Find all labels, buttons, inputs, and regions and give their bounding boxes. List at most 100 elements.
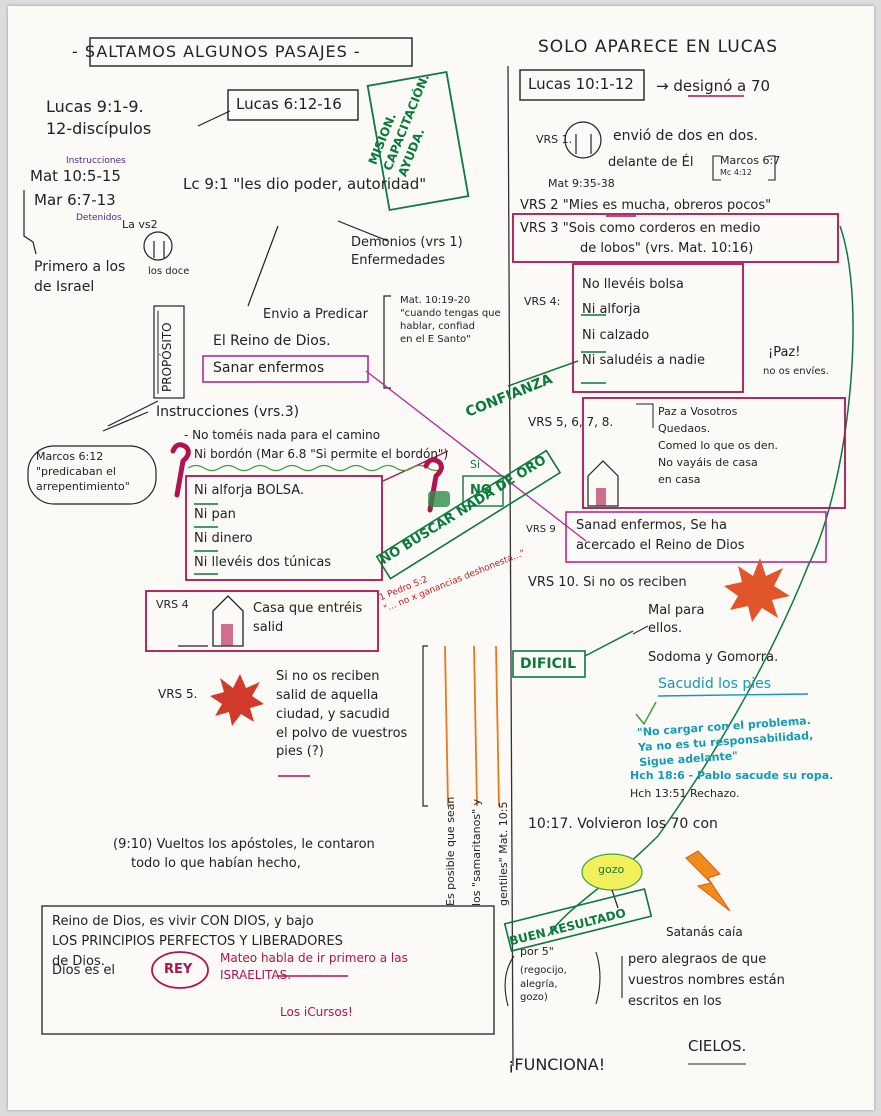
marcos-67-line: Marcos 6:7 <box>720 154 781 167</box>
pero-block: pero alegraos de que vuestros nombres es… <box>628 950 785 1012</box>
mat-10-19-line: "cuando tengas que <box>400 308 501 319</box>
marcos-612-line: "predicaban el <box>36 464 116 478</box>
vrs4-item: Ni saludéis a nadie <box>582 353 705 369</box>
sketch-lines <box>23 37 854 1067</box>
hch-13-51: Hch 13:51 Rechazo. <box>630 787 740 800</box>
vrs3-block: VRS 3 "Sois como corderos en medio de lo… <box>520 219 761 258</box>
mat-10-19-block: Mat. 10:19-20 "cuando tengas que hablar,… <box>400 294 501 346</box>
no-label: NO <box>470 483 492 498</box>
vrs4-item: Ni calzado <box>582 327 650 343</box>
reino-box-line: de Dios. <box>52 954 105 970</box>
vueltos-line: (9:10) Vueltos los apóstoles, le contaro… <box>113 837 375 852</box>
ni-pan: Ni pan <box>194 507 236 522</box>
instrucciones-note: Instrucciones <box>66 156 126 166</box>
funciona-label: ¡FUNCIONA! <box>508 1055 606 1074</box>
la-vs2: La vs2 <box>122 218 158 231</box>
mat-10-19-line: en el E Santo" <box>400 334 471 345</box>
vueltos-block: (9:10) Vueltos los apóstoles, le contaro… <box>113 836 375 874</box>
paz-list: Paz a Vosotros Quedaos. Comed lo que os … <box>658 403 778 488</box>
paz-item: en casa <box>658 473 701 487</box>
mateo-line: ISRAELITAS. <box>220 967 292 982</box>
solo-lucas-title: SOLO APARECE EN LUCAS <box>538 37 779 57</box>
vrs4-list: No llevéis bolsa Ni alforja Ni calzado N… <box>582 272 705 373</box>
si-no-line: pies (?) <box>276 744 324 760</box>
marcos-612-block: Marcos 6:12 "predicaban el arrepentimien… <box>36 450 130 495</box>
envio-predicar: Envio a Predicar <box>263 307 368 322</box>
pero-line: vuestros nombres están <box>628 972 785 988</box>
regocijo-block: (regocijo, alegría, gozo) <box>520 964 567 1005</box>
vrs1-label: VRS 1. <box>536 133 573 146</box>
demonios-line: Enfermedades <box>351 253 446 269</box>
los-doce: los doce <box>148 266 190 277</box>
si-no-line: salid de aquella <box>276 687 379 703</box>
regocijo-line: gozo) <box>520 992 548 1003</box>
vrs5-label: VRS 5. <box>158 687 198 701</box>
es-posible-line: gentiles" Mat. 10:5 <box>496 801 510 906</box>
si-no-block: Si no os reciben salid de aquella ciudad… <box>276 668 407 762</box>
lucas-9-ref: Lucas 9:1-9. <box>46 97 144 116</box>
pero-line: escritos en los <box>628 993 722 1009</box>
paz-item: Quedaos. <box>658 422 711 436</box>
sanad-block: Sanad enfermos, Se ha acercado el Reino … <box>576 516 744 556</box>
si-label: Si <box>470 458 481 471</box>
sanad-line: Sanad enfermos, Se ha <box>576 518 727 533</box>
rey-label: REY <box>164 962 193 977</box>
vrs9-label: VRS 9 <box>526 524 556 535</box>
mateo-block: Mateo habla de ir primero a las ISRAELIT… <box>220 950 408 984</box>
primero-line: Primero a los <box>34 259 126 275</box>
mat-10-19-line: Mat. 10:19-20 <box>400 295 471 306</box>
sanar-enfermos: Sanar enfermos <box>213 360 325 376</box>
mat-10-19-line: hablar, confiad <box>400 321 475 332</box>
si-no-line: ciudad, y sacudid <box>276 706 390 722</box>
lucas-6-ref: Lucas 6:12-16 <box>236 95 342 113</box>
paz-label: ¡Paz! <box>768 345 801 360</box>
casa-line: salid <box>253 619 284 635</box>
si-no-line: el polvo de vuestros <box>276 725 408 741</box>
instrucciones-vrs3: Instrucciones (vrs.3) <box>156 404 300 420</box>
ni-alforja: Ni alforja BOLSA. <box>194 483 305 498</box>
cursos-label: Los iCursos! <box>280 1005 353 1019</box>
vrs4-item: Ni alforja <box>582 302 641 318</box>
marcos-612-line: arrepentimiento" <box>36 479 130 493</box>
casa-line: Casa que entréis <box>253 601 363 616</box>
vrs17-text: 10:17. Volvieron los 70 con <box>528 816 718 832</box>
primero-block: Primero a los de Israel <box>34 258 125 297</box>
mar-6-ref: Mar 6:7-13 <box>34 191 116 209</box>
envio-dos: envió de dos en dos. <box>613 128 758 144</box>
reino-de-dios: El Reino de Dios. <box>213 333 331 349</box>
mal-block: Mal para ellos. <box>648 602 704 637</box>
notebook-page: - SALTAMOS ALGUNOS PASAJES - Lucas 9:1-9… <box>8 6 874 1110</box>
no-os-envies: no os envíes. <box>763 366 829 377</box>
no-tomeis: - No toméis nada para el camino <box>184 428 381 442</box>
es-posible-line: los "samaritanos" y <box>470 798 484 906</box>
regocijo-line: alegría, <box>520 978 558 990</box>
demonios-line: Demonios (vrs 1) <box>351 235 463 250</box>
reino-box-block: Reino de Dios, es vivir CON DIOS, y bajo… <box>52 912 343 972</box>
mateo-line: Mateo habla de ir primero a las <box>220 951 408 965</box>
vrs4-label: VRS 4: <box>524 295 561 308</box>
vrs10-text: VRS 10. Si no os reciben <box>528 575 687 590</box>
pero-line: pero alegraos de que <box>628 952 767 967</box>
marcos-67-block: Marcos 6:7 Mc 4:12 <box>720 154 780 179</box>
marcos-612-line: Marcos 6:12 <box>36 450 104 463</box>
casa-block: Casa que entréis salid <box>253 600 362 638</box>
regocijo-line: (regocijo, <box>520 965 567 976</box>
gozo-label: gozo <box>598 863 625 876</box>
vrs4-house-label: VRS 4 <box>156 598 189 611</box>
vrs5678-label: VRS 5, 6, 7, 8. <box>528 415 614 429</box>
ni-tunicas: Ni llevéis dos túnicas <box>194 555 332 570</box>
vrs3-line: de lobos" (vrs. Mat. 10:16) <box>580 240 754 256</box>
sodoma-text: Sodoma y Gomorra. <box>648 650 779 665</box>
sacudid-label: Sacudid los pies <box>658 676 772 692</box>
reino-box-line: Reino de Dios, es vivir CON DIOS, y bajo <box>52 914 314 929</box>
paz-item: Comed lo que os den. <box>658 439 779 453</box>
primero-line: de Israel <box>34 278 95 295</box>
page-header: - SALTAMOS ALGUNOS PASAJES - <box>72 42 361 61</box>
vrs3-line: VRS 3 "Sois como corderos en medio <box>520 221 761 236</box>
vueltos-line: todo lo que habían hecho, <box>131 855 301 871</box>
paz-item: Paz a Vosotros <box>658 405 738 418</box>
cielos-label: CIELOS. <box>688 1037 747 1055</box>
si-no-line: Si no os reciben <box>276 669 380 684</box>
mal-line: ellos. <box>648 620 683 636</box>
dios-rey-text: Dios es el <box>52 963 115 978</box>
